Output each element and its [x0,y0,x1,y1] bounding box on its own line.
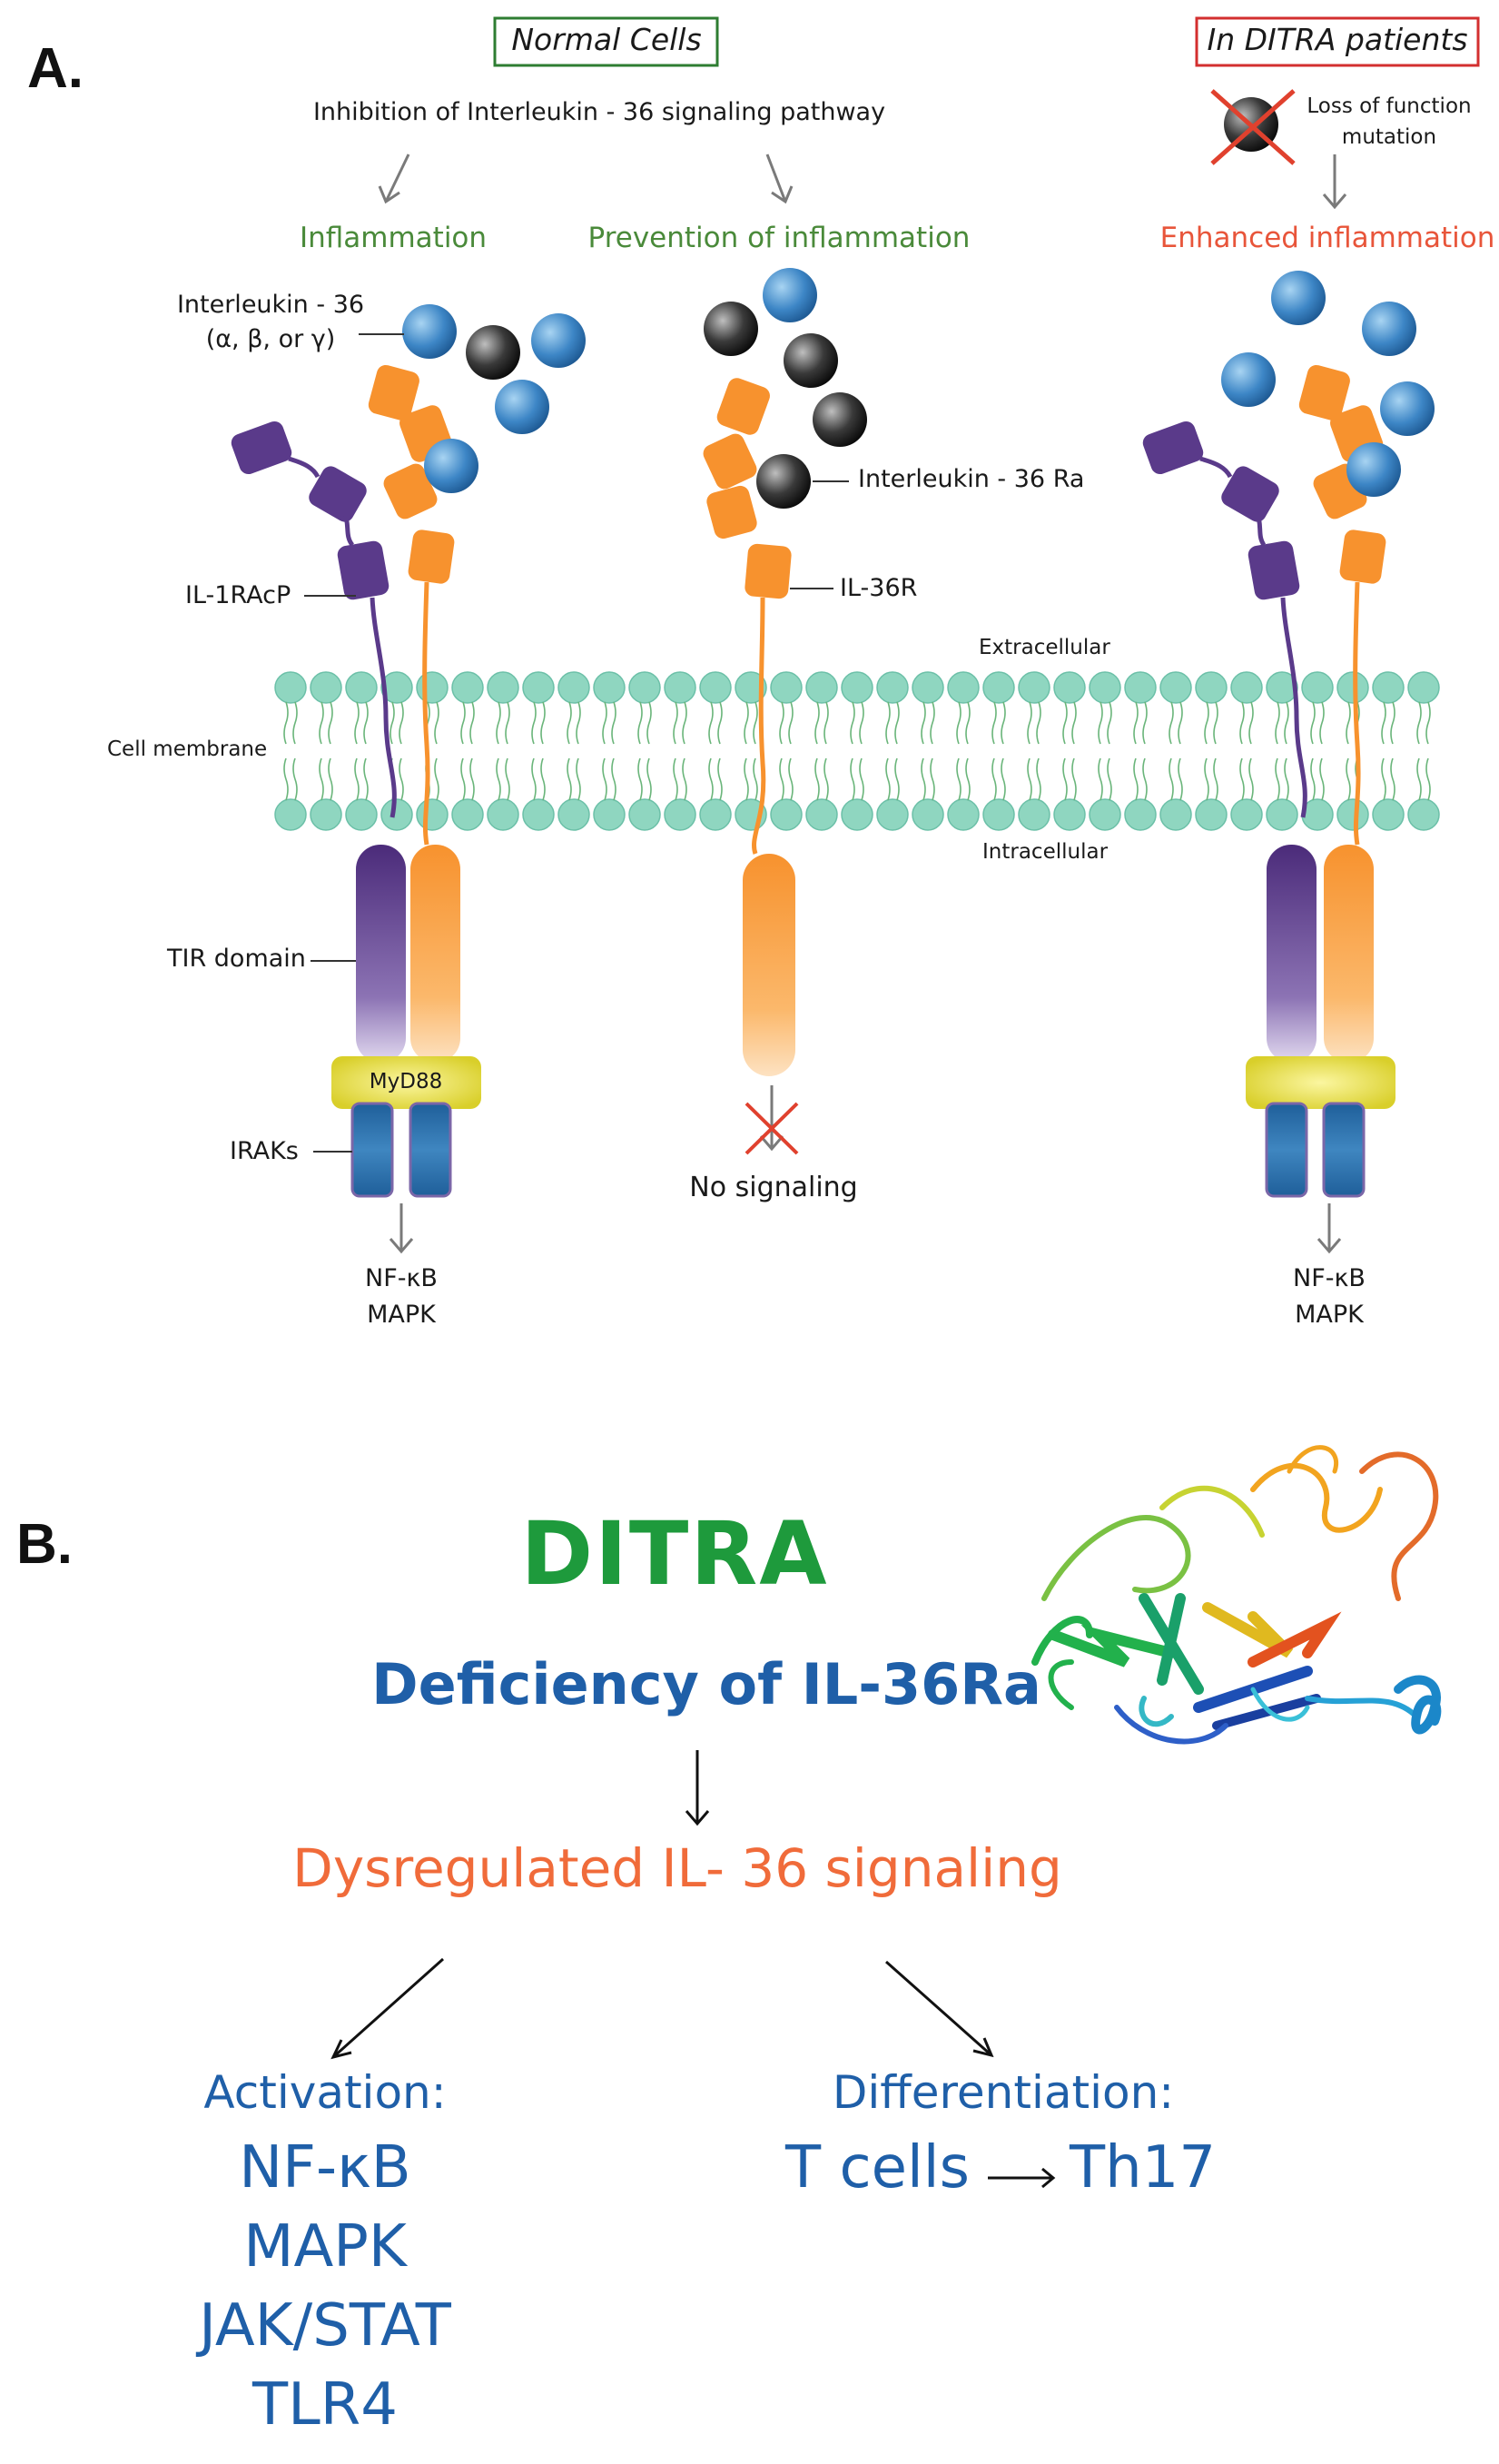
panel-b-arrows [330,1750,1056,2189]
il-36-label: Interleukin - 36 [176,291,365,319]
right-receptor-complex [1142,364,1395,1198]
ditra-patients-label: In DITRA patients [1207,22,1468,57]
panel-b-letter: B. [16,1513,73,1576]
ditra-patients-box [1195,16,1480,67]
activation-item: JAK/STAT [199,2292,451,2360]
cell-membrane-label: Cell membrane [107,737,268,761]
leader-lines [304,333,849,1153]
loss-of-function-line2: mutation [1341,125,1437,149]
inflammation-label: Inflammation [299,222,488,254]
myd88-adaptor-right [1246,1056,1395,1109]
differentiation-heading: Differentiation: [832,2066,1175,2119]
activation-item: NF-κB [239,2134,411,2202]
right-output-mapk: MAPK [1295,1301,1364,1329]
irak-right-1 [1265,1102,1308,1198]
irak-right [409,1102,452,1198]
iraks-label: IRAKs [230,1137,299,1165]
enhanced-inflammation-label: Enhanced inflammation [1159,222,1495,254]
left-output-nfkb: NF-κB [365,1264,438,1292]
panel-a-letter: A. [27,37,84,100]
il-36r-protein-right [1298,364,1386,1063]
irak-right-2 [1322,1102,1366,1198]
differentiation-to: Th17 [1070,2134,1217,2202]
irak-left [350,1102,394,1198]
il-36-subtypes-label: (α, β, or γ) [205,325,336,353]
left-output-mapk: MAPK [367,1301,436,1329]
differentiation-from: T cells [785,2134,970,2202]
ditra-title: DITRA [520,1503,829,1605]
il-36ra-antagonists [466,89,1296,509]
activation-item: TLR4 [252,2371,398,2439]
myd88-adaptor [331,1056,481,1109]
il-36ra-label: Interleukin - 36 Ra [858,465,1085,493]
deficiency-text: Deficiency of IL-36Ra [371,1651,1041,1717]
tir-domain-label: TIR domain [167,945,306,973]
myd88-label: MyD88 [369,1070,443,1093]
extracellular-label: Extracellular [979,636,1110,659]
activation-item: MAPK [243,2213,407,2281]
no-signaling-label: No signaling [689,1172,858,1203]
intracellular-label: Intracellular [982,840,1109,864]
panel-a-arrows [378,153,1347,1254]
normal-cells-box [493,16,719,67]
il-1racp-protein [231,421,406,1063]
prevention-label: Prevention of inflammation [587,222,971,254]
activation-heading: Activation: [203,2066,447,2119]
dysregulated-text: Dysregulated IL- 36 signaling [292,1837,1062,1899]
il-1racp-label: IL-1RAcP [185,581,291,609]
il-1racp-protein-right [1142,421,1317,1063]
cell-membrane [274,671,1440,831]
middle-il-36r-protein [703,378,795,1076]
il-36r-label: IL-36R [840,574,918,602]
inhibition-text: Inhibition of Interleukin - 36 signaling… [312,98,886,126]
il-36-ligands [402,268,1435,497]
right-output-nfkb: NF-κB [1293,1264,1366,1292]
loss-of-function-line1: Loss of function [1307,94,1472,118]
il-36ra-protein-structure-icon [1031,1445,1442,1745]
no-signaling-cross-icon [745,1102,799,1155]
normal-cells-label: Normal Cells [511,22,702,57]
